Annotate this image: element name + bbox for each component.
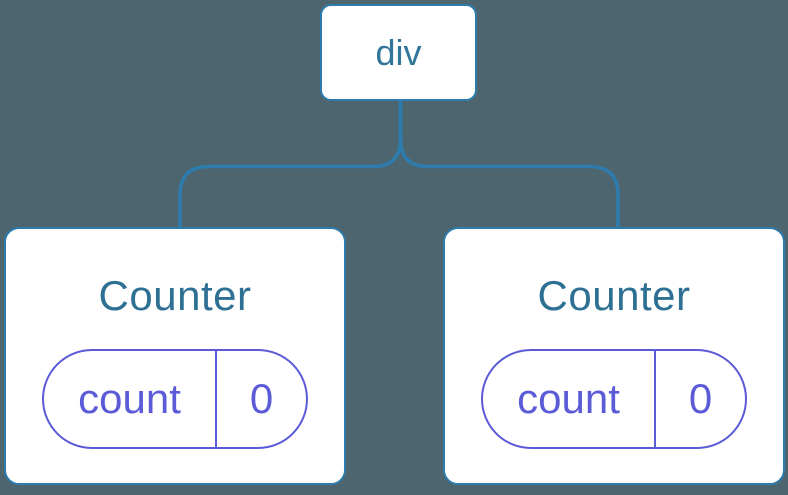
state-value: 0 [688,375,713,422]
state-pill-right: count 0 [481,349,747,449]
state-pill-left: count 0 [42,349,308,449]
state-name: count [517,375,620,422]
state-name: count [78,375,181,422]
state-name-cell: count [44,351,217,447]
counter-node-right-title: Counter [537,272,691,319]
state-value: 0 [249,375,274,422]
root-node-label: div [375,31,422,73]
state-value-cell: 0 [217,351,306,447]
edge-root-to-right-counter [398,101,620,228]
edge-root-to-left-counter [178,101,403,228]
counter-node-right: Counter count 0 [443,227,785,485]
counter-node-left: Counter count 0 [4,227,346,485]
state-value-cell: 0 [656,351,745,447]
state-name-cell: count [483,351,656,447]
root-node-div: div [320,4,477,101]
counter-node-left-title: Counter [98,272,252,319]
